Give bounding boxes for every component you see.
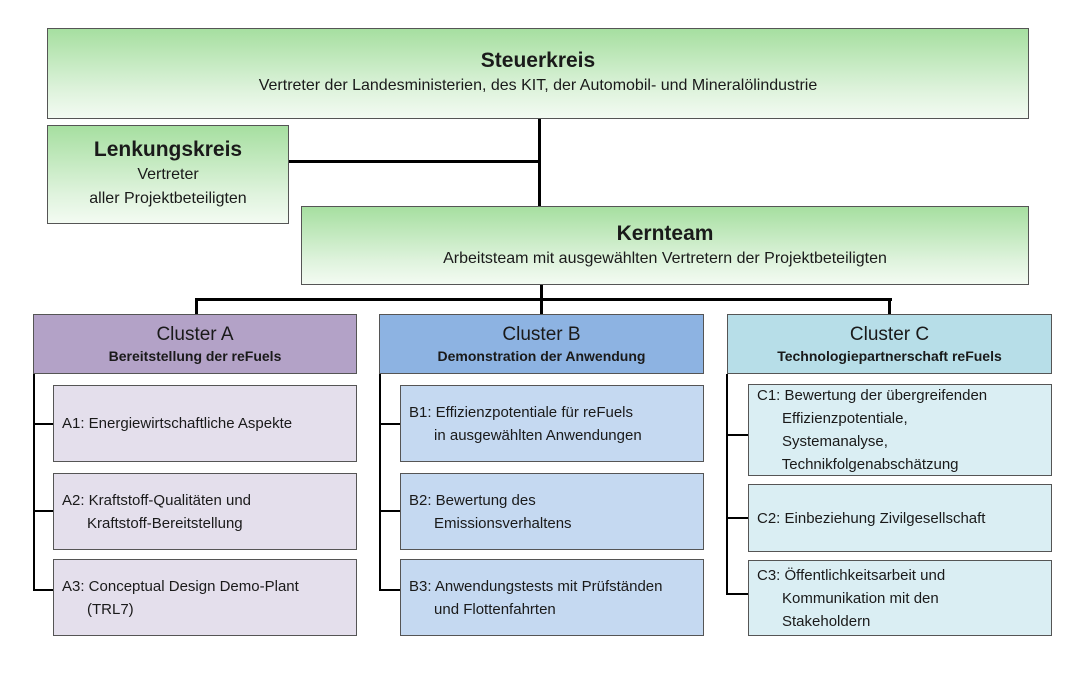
item-b3-text: B3: Anwendungstests mit Prüfständen und … — [409, 577, 663, 618]
cluster-c-title: Cluster C — [849, 324, 930, 345]
connector-kern-down — [540, 285, 543, 300]
item-b1-text: B1: Effizienzpotentiale für reFuels in a… — [409, 403, 642, 444]
connector-cluster-b — [540, 298, 543, 314]
branch-c3 — [726, 593, 749, 595]
branch-b2 — [379, 510, 401, 512]
item-c1-text: C1: Bewertung der übergreifenden Effizie… — [757, 387, 988, 473]
branch-b3 — [379, 589, 401, 591]
item-a2-text: A2: Kraftstoff-Qualitäten und Kraftstoff… — [62, 491, 252, 532]
item-b1: B1: Effizienzpotentiale für reFuels in a… — [400, 385, 704, 462]
lenkungskreis-line1: Vertreter — [137, 166, 199, 183]
item-c3: C3: Öffentlichkeitsarbeit und Kommunikat… — [748, 560, 1052, 636]
lenkungskreis-line2: aller Projektbeteiligten — [89, 190, 247, 207]
branch-a1 — [33, 423, 54, 425]
item-c2: C2: Einbeziehung Zivilgesellschaft — [748, 484, 1052, 552]
branch-a2 — [33, 510, 54, 512]
item-a3-text: A3: Conceptual Design Demo-Plant (TRL7) — [62, 577, 299, 618]
cluster-b-spine — [379, 374, 381, 591]
connector-steuer-kern — [538, 119, 541, 207]
branch-b1 — [379, 423, 401, 425]
connector-cluster-a — [195, 298, 198, 314]
kernteam-box: Kernteam Arbeitsteam mit ausgewählten Ve… — [301, 206, 1029, 285]
cluster-b-header: Cluster B Demonstration der Anwendung — [379, 314, 704, 374]
steuerkreis-subtitle: Vertreter der Landesministerien, des KIT… — [258, 77, 818, 94]
item-b2-text: B2: Bewertung des Emissionsverhaltens — [409, 491, 572, 532]
item-c2-text: C2: Einbeziehung Zivilgesellschaft — [757, 509, 986, 527]
item-a1: A1: Energiewirtschaftliche Aspekte — [53, 385, 357, 462]
cluster-b-title: Cluster B — [502, 324, 581, 345]
lenkungskreis-title: Lenkungskreis — [93, 138, 243, 161]
branch-a3 — [33, 589, 54, 591]
cluster-a-title: Cluster A — [156, 324, 234, 345]
cluster-a-header: Cluster A Bereitstellung der reFuels — [33, 314, 357, 374]
item-b3: B3: Anwendungstests mit Prüfständen und … — [400, 559, 704, 636]
branch-c2 — [726, 517, 749, 519]
cluster-a-spine — [33, 374, 35, 591]
item-b2: B2: Bewertung des Emissionsverhaltens — [400, 473, 704, 550]
item-a3: A3: Conceptual Design Demo-Plant (TRL7) — [53, 559, 357, 636]
item-a2: A2: Kraftstoff-Qualitäten und Kraftstoff… — [53, 473, 357, 550]
connector-lenkung — [289, 160, 540, 163]
branch-c1 — [726, 434, 749, 436]
cluster-c-spine — [726, 374, 728, 595]
kernteam-subtitle: Arbeitsteam mit ausgewählten Vertretern … — [443, 250, 887, 267]
steuerkreis-box: Steuerkreis Vertreter der Landesminister… — [47, 28, 1029, 119]
cluster-c-subtitle: Technologiepartnerschaft reFuels — [777, 348, 1002, 364]
kernteam-title: Kernteam — [616, 222, 714, 245]
lenkungskreis-box: Lenkungskreis Vertreter aller Projektbet… — [47, 125, 289, 224]
item-c1: C1: Bewertung der übergreifenden Effizie… — [748, 384, 1052, 476]
cluster-a-subtitle: Bereitstellung der reFuels — [108, 348, 282, 364]
item-c3-text: C3: Öffentlichkeitsarbeit und Kommunikat… — [757, 566, 946, 630]
connector-cluster-c — [888, 298, 891, 314]
steuerkreis-title: Steuerkreis — [480, 49, 596, 72]
connector-horizontal-bus — [195, 298, 892, 301]
item-a1-text: A1: Energiewirtschaftliche Aspekte — [62, 415, 293, 432]
cluster-b-subtitle: Demonstration der Anwendung — [437, 348, 646, 364]
cluster-c-header: Cluster C Technologiepartnerschaft reFue… — [727, 314, 1052, 374]
